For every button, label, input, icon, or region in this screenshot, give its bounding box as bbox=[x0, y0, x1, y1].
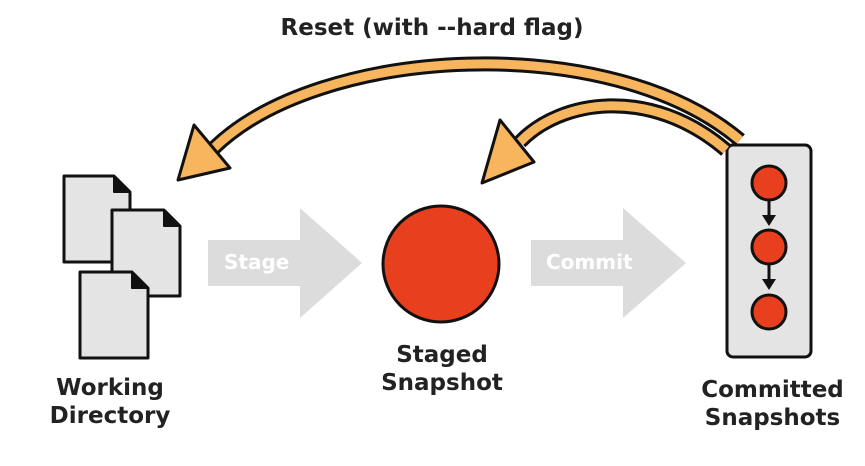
commit-node bbox=[750, 164, 788, 202]
working-directory-label-line1: Working bbox=[56, 375, 164, 401]
arrow-down-icon bbox=[762, 215, 776, 226]
staged-snapshot-circle bbox=[381, 204, 501, 324]
working-directory-label-line2: Directory bbox=[49, 403, 171, 430]
document-icon bbox=[78, 270, 150, 360]
committed-snapshots-label-line2: Snapshots bbox=[704, 405, 841, 432]
committed-snapshots-label-line1: Committed bbox=[701, 377, 844, 403]
commit-node bbox=[750, 293, 788, 331]
staged-snapshot-label: Staged Snapshot bbox=[372, 341, 512, 397]
commit-arrow-label: Commit bbox=[546, 250, 633, 274]
staged-snapshot-label-line2: Snapshot bbox=[381, 370, 503, 397]
reset-title: Reset (with --hard flag) bbox=[280, 15, 584, 41]
reset-arrow-to-working bbox=[176, 56, 745, 182]
committed-snapshots-label: Committed Snapshots bbox=[685, 376, 860, 432]
staged-snapshot-label-line1: Staged bbox=[396, 342, 488, 368]
commit-arrow bbox=[531, 208, 686, 318]
reset-arrow-to-staged bbox=[480, 98, 731, 185]
arrow-down-icon bbox=[762, 279, 776, 290]
working-directory-label: Working Directory bbox=[30, 374, 190, 430]
working-directory-documents-icon bbox=[62, 174, 182, 360]
committed-snapshots-box bbox=[725, 143, 813, 359]
stage-arrow-label: Stage bbox=[224, 250, 290, 274]
stage-arrow bbox=[208, 208, 362, 318]
commit-node bbox=[750, 228, 788, 266]
